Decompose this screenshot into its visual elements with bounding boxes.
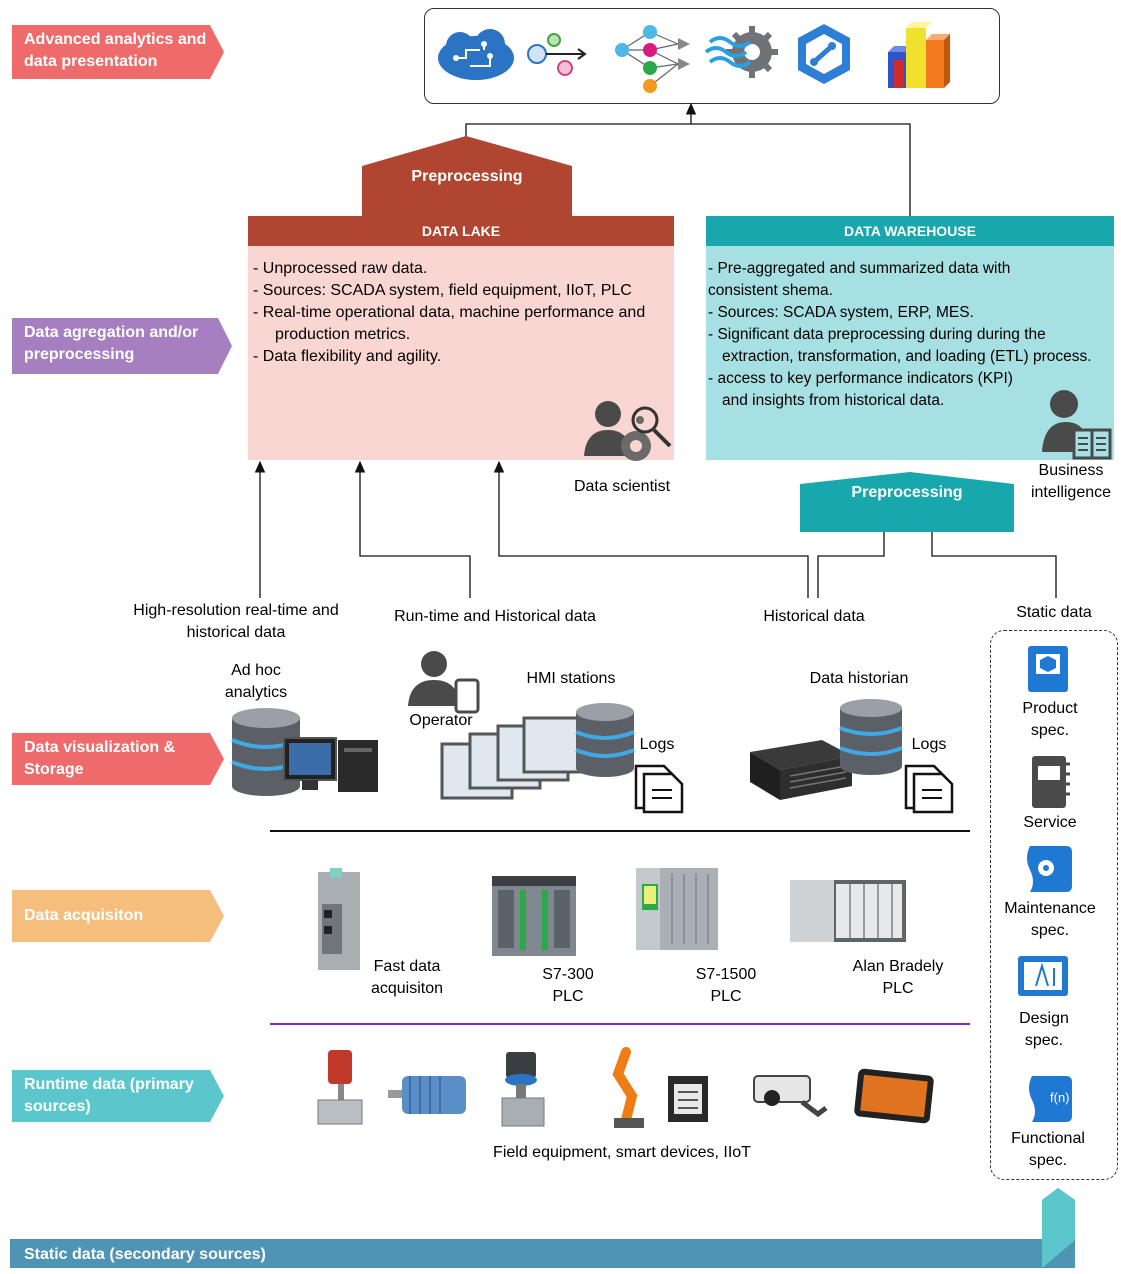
design-spec-label: Design spec. <box>1019 1010 1069 1049</box>
design-spec-icon <box>1018 956 1068 996</box>
server-rack-icon <box>750 740 852 800</box>
logs-label-2: Logs <box>911 736 947 753</box>
control-valve-icon <box>501 1052 545 1127</box>
maintenance-spec-icon <box>1027 846 1072 892</box>
database-icon <box>575 703 635 777</box>
product-spec-icon <box>1028 646 1068 692</box>
data-scientist-label: Data scientist <box>573 478 671 495</box>
service-label: Service <box>1023 814 1077 831</box>
layer-advanced-label: Advanced analytics and data presentation <box>12 25 224 79</box>
operator-icon <box>408 651 480 714</box>
layer-acquisition-label: Data acquisiton <box>12 890 224 942</box>
lake-item: - Sources: SCADA system, field equipment… <box>253 282 632 299</box>
service-manual-icon <box>1032 756 1070 808</box>
layer-visualization-label: Data visualization & Storage <box>12 733 224 785</box>
functional-spec-icon: f(n) <box>1029 1076 1072 1122</box>
data-warehouse-box <box>706 216 1114 460</box>
database-icon <box>839 699 903 775</box>
preprocessing-right-label: Preprocessing <box>851 484 963 501</box>
power-meter-icon <box>668 1076 708 1122</box>
s7-300-label: S7-300 PLC <box>542 966 594 1005</box>
data-lake-items: - Unprocessed raw data. - Sources: SCADA… <box>253 258 669 368</box>
maintenance-spec-label: Maintenance spec. <box>1004 900 1096 939</box>
lake-item: - Unprocessed raw data. <box>253 260 428 277</box>
data-stream-gear-icon <box>704 26 778 78</box>
industrial-robot-icon <box>612 1047 644 1128</box>
wh-item: - Pre-aggregated and summarized data wit… <box>708 260 1011 299</box>
fast-acquisition-module-icon <box>318 868 360 970</box>
adhoc-analytics-label: Ad hoc analytics <box>224 662 288 701</box>
flow-historical-label: Historical data <box>763 608 865 625</box>
wh-item: - Sources: SCADA system, ERP, MES. <box>708 304 974 321</box>
field-equipment-label: Field equipment, smart devices, IIoT <box>493 1144 751 1161</box>
preprocessing-top-label: Preprocessing <box>411 168 523 185</box>
data-lake-title: DATA LAKE <box>248 216 674 246</box>
electric-motor-icon <box>388 1076 466 1114</box>
wh-item: - access to key performance indicators (… <box>708 370 1013 409</box>
lake-item: - Data flexibility and agility. <box>253 348 442 365</box>
s7-1500-label: S7-1500 PLC <box>695 966 757 1005</box>
computer-icon <box>283 737 378 792</box>
flow-high-res-label: High-resolution real-time and historical… <box>133 602 339 641</box>
bar-chart-3d-icon <box>888 22 950 88</box>
static-specs-panel <box>990 630 1118 1180</box>
logs-label-1: Logs <box>639 736 675 753</box>
tablet-icon <box>854 1068 934 1124</box>
s7-300-plc-icon <box>492 876 576 956</box>
lake-item: - Real-time operational data, machine pe… <box>253 304 646 343</box>
s7-1500-plc-icon <box>636 868 718 950</box>
business-intelligence-label: Business intelligence <box>1030 462 1112 501</box>
flow-runtime-historical-label: Run-time and Historical data <box>394 608 596 625</box>
azure-synapse-icon <box>798 24 850 84</box>
data-warehouse-title: DATA WAREHOUSE <box>706 216 1114 246</box>
logs-document-icon <box>904 764 954 814</box>
wh-item: - Significant data preprocessing during … <box>708 326 1092 365</box>
hmi-stations-label: HMI stations <box>526 670 616 687</box>
pipeline-icon <box>527 33 587 76</box>
flow-static-label: Static data <box>1016 604 1092 621</box>
ai-brain-icon <box>438 29 514 80</box>
operator-label: Operator <box>409 712 473 729</box>
allen-bradley-label: Alan Bradely PLC <box>852 958 944 997</box>
neural-network-icon <box>615 25 690 93</box>
data-historian-label: Data historian <box>809 670 909 687</box>
logs-document-icon <box>634 764 684 814</box>
fast-acquisition-label: Fast data acquisiton <box>370 958 444 997</box>
security-camera-icon <box>753 1075 828 1118</box>
functional-spec-label: Functional spec. <box>1011 1130 1085 1169</box>
flow-meter-icon <box>317 1050 363 1125</box>
allen-bradley-plc-icon <box>790 880 906 942</box>
layer-runtime-label: Runtime data (primary sources) <box>12 1070 224 1122</box>
product-spec-label: Product spec. <box>1022 700 1078 739</box>
svg-text:f(n): f(n) <box>1050 1090 1070 1105</box>
data-warehouse-items: - Pre-aggregated and summarized data wit… <box>708 258 1098 412</box>
layer-static-label: Static data (secondary sources) <box>24 1246 266 1263</box>
layer-aggregation-label: Data agregation and/or preprocessing <box>12 318 232 374</box>
